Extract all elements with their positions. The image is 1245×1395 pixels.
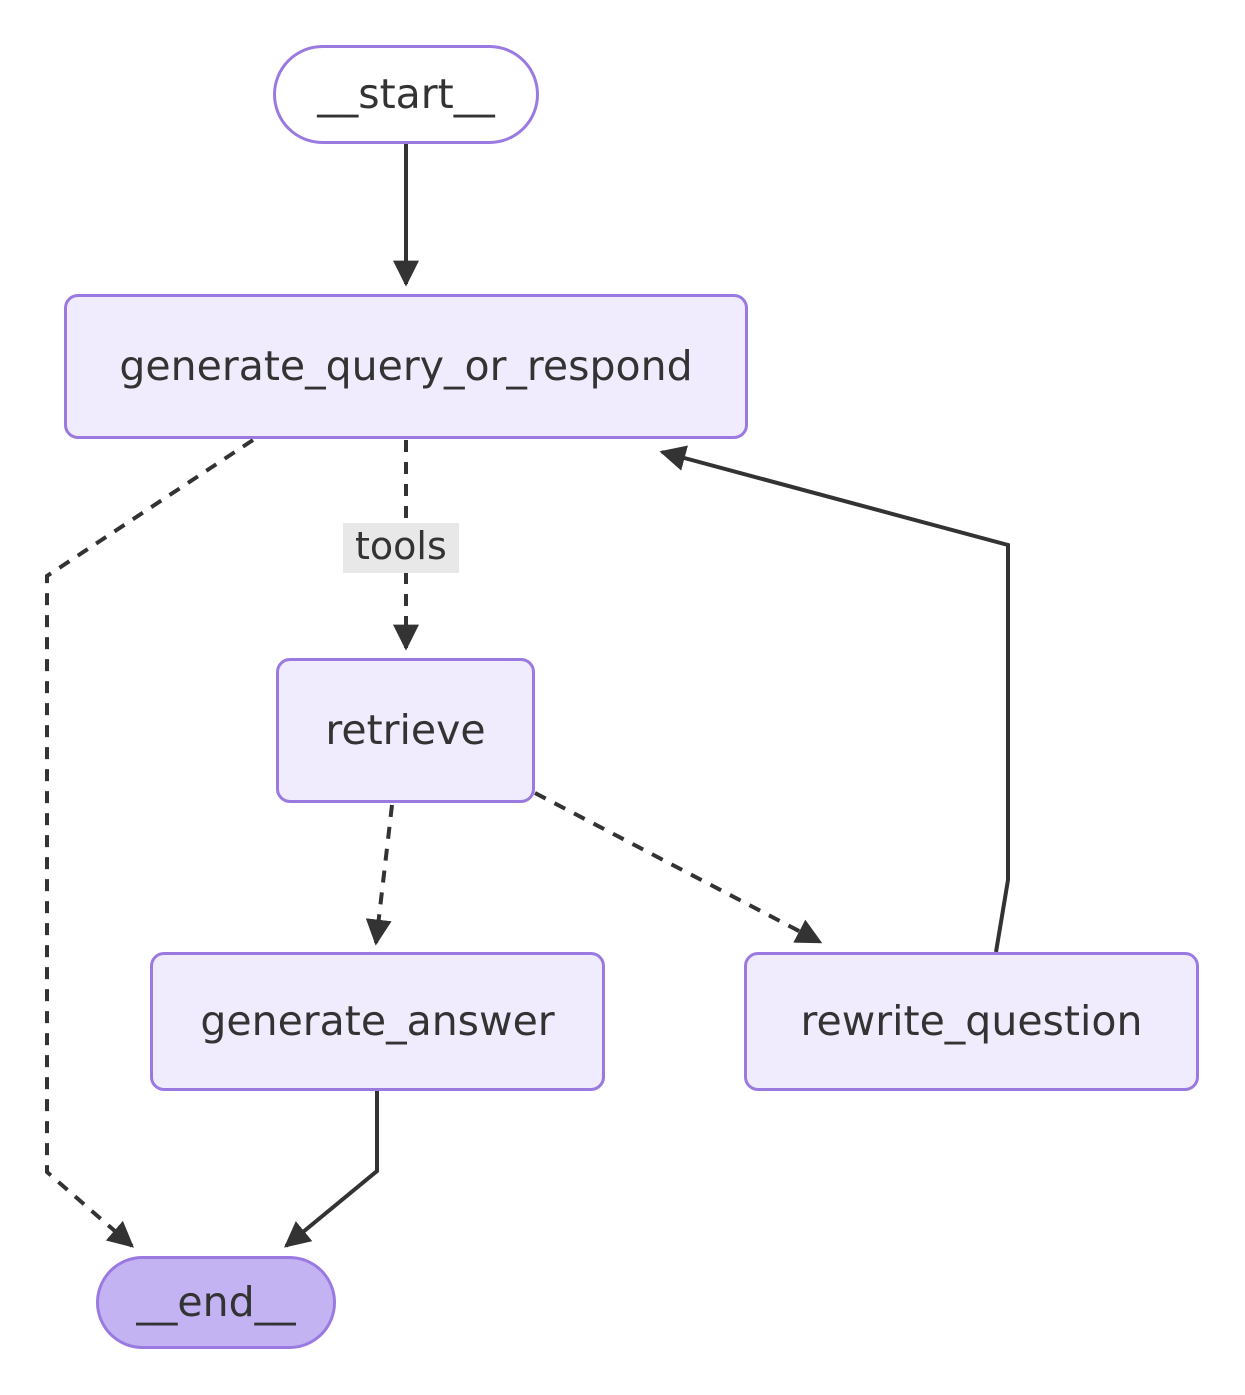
node-start[interactable]: __start__ [273,45,539,144]
node-generate-query-or-respond-label: generate_query_or_respond [119,341,693,390]
node-generate-answer-label: generate_answer [200,996,555,1045]
node-generate-answer[interactable]: generate_answer [150,952,605,1091]
node-rewrite-question-label: rewrite_question [800,996,1143,1045]
node-retrieve-label: retrieve [325,705,486,754]
node-generate-query-or-respond[interactable]: generate_query_or_respond [64,294,748,439]
edge-rewrite-question-to-generate-query-or-respond [659,445,1010,953]
node-retrieve[interactable]: retrieve [276,658,535,803]
edge-label-tools-text: tools [355,524,447,568]
node-start-label: __start__ [317,69,495,118]
edge-generate-answer-to-end [283,1091,379,1248]
node-rewrite-question[interactable]: rewrite_question [744,952,1199,1091]
edge-label-tools: tools [343,523,459,573]
edge-retrieve-to-generate-answer [365,804,394,946]
node-end-label: __end__ [136,1277,296,1326]
node-end[interactable]: __end__ [96,1256,336,1349]
edge-generate-query-or-respond-to-end [45,438,255,1248]
edge-retrieve-to-rewrite-question [534,791,823,944]
